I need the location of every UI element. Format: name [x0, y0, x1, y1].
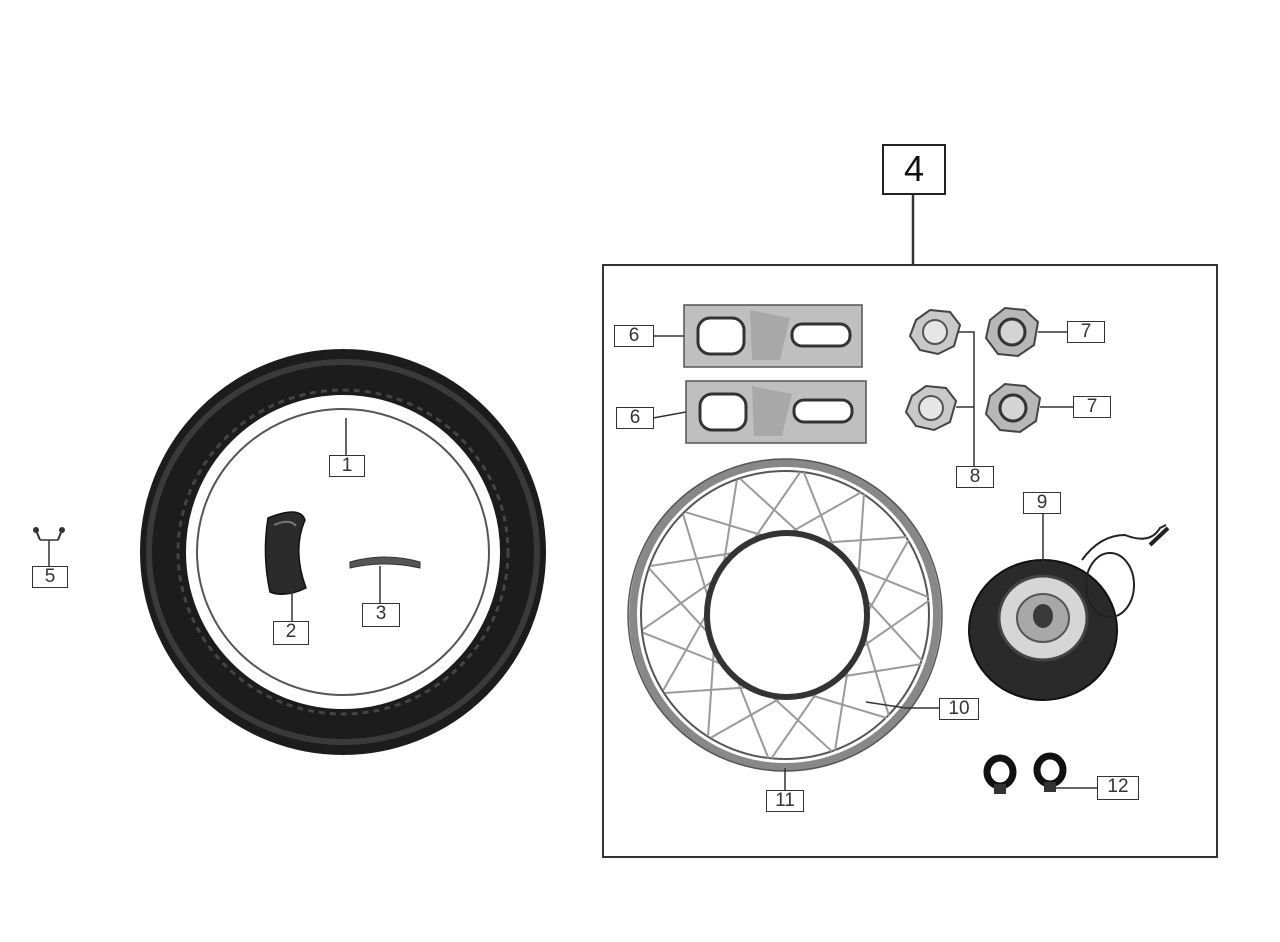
spokes: [642, 471, 930, 759]
nut-7-upper: [984, 306, 1040, 358]
callout-1: 1: [329, 455, 365, 477]
spoke: [857, 599, 930, 651]
callout-7-upper: 7: [1067, 321, 1105, 343]
rim-tape: [349, 556, 421, 569]
nut-7-lower: [984, 382, 1042, 434]
hose-clamps: [983, 752, 1067, 794]
callout-8: 8: [956, 466, 994, 488]
spoke: [857, 493, 865, 581]
hub-motor: [968, 524, 1170, 701]
callout-3: 3: [362, 603, 400, 627]
spoke: [650, 551, 737, 567]
valve-caps: [33, 527, 65, 541]
spoke: [767, 692, 833, 753]
chain-adjuster-upper: [683, 304, 863, 368]
callout-7-lower: 7: [1073, 396, 1111, 418]
assembly-frame: [602, 264, 1218, 858]
spoke: [662, 614, 707, 691]
callout-10: 10: [939, 698, 979, 720]
spoke: [685, 511, 769, 538]
leader-8: [958, 331, 975, 466]
spoke: [710, 694, 787, 739]
spoke: [848, 564, 930, 599]
spoke: [648, 568, 709, 634]
spoke: [835, 663, 922, 679]
callout-4: 4: [882, 144, 946, 195]
spoke: [750, 471, 802, 544]
spoke: [735, 677, 770, 759]
rim-hub-ring: [704, 530, 870, 700]
callout-11: 11: [766, 790, 804, 812]
callout-12: 12: [1097, 776, 1139, 800]
spoke: [642, 631, 724, 666]
nut-8-upper: [908, 308, 962, 356]
tire: [140, 349, 546, 755]
spoke: [820, 536, 908, 544]
inner-tube: [264, 511, 307, 595]
callout-9: 9: [1023, 492, 1061, 514]
spoke: [739, 477, 805, 538]
leader-10: [865, 701, 940, 709]
spoke: [770, 686, 822, 759]
spoke: [722, 479, 738, 566]
spoke: [707, 649, 715, 737]
spoke: [865, 539, 910, 616]
callout-6-upper: 6: [614, 325, 654, 347]
nut-8-lower: [904, 384, 958, 432]
callout-5: 5: [32, 566, 68, 588]
spoke: [834, 664, 850, 751]
callout-2: 2: [273, 621, 309, 645]
callout-6-lower: 6: [616, 407, 654, 429]
spoke: [664, 686, 752, 694]
spoke: [863, 632, 890, 716]
spoke: [863, 596, 924, 662]
spoke: [785, 491, 862, 536]
spoke: [642, 579, 715, 631]
spoke: [682, 514, 709, 598]
chain-adjuster-lower: [685, 380, 867, 444]
spoke: [803, 692, 887, 719]
spoke: [802, 471, 837, 553]
leader-6-lower: [652, 411, 687, 419]
rim: [627, 458, 943, 772]
